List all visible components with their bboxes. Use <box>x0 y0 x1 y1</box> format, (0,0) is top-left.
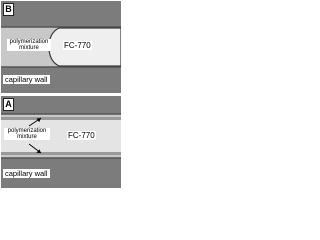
arrowhead-bottom <box>36 149 41 153</box>
polymerization-mixture-label: polymerization mixture <box>4 128 50 140</box>
figure: B FC-770 polymerization mixture capillar… <box>0 0 122 189</box>
wall-film-top <box>1 117 121 120</box>
capillary-wall-label: capillary wall <box>3 169 50 178</box>
panel-b: B FC-770 polymerization mixture capillar… <box>1 1 121 93</box>
fc770-label: FC-770 <box>63 41 92 50</box>
fc770-label: FC-770 <box>67 131 96 140</box>
polymerization-mixture-label: polymerization mixture <box>7 39 51 51</box>
wall-film-bottom <box>1 152 121 155</box>
arrowhead-top <box>36 118 41 123</box>
panel-a: A polymerization mixture FC-770 capillar… <box>1 96 121 188</box>
capillary-image-a <box>1 96 121 188</box>
panel-tag: B <box>3 3 14 16</box>
capillary-wall-label: capillary wall <box>3 75 50 84</box>
panel-tag: A <box>3 98 14 111</box>
